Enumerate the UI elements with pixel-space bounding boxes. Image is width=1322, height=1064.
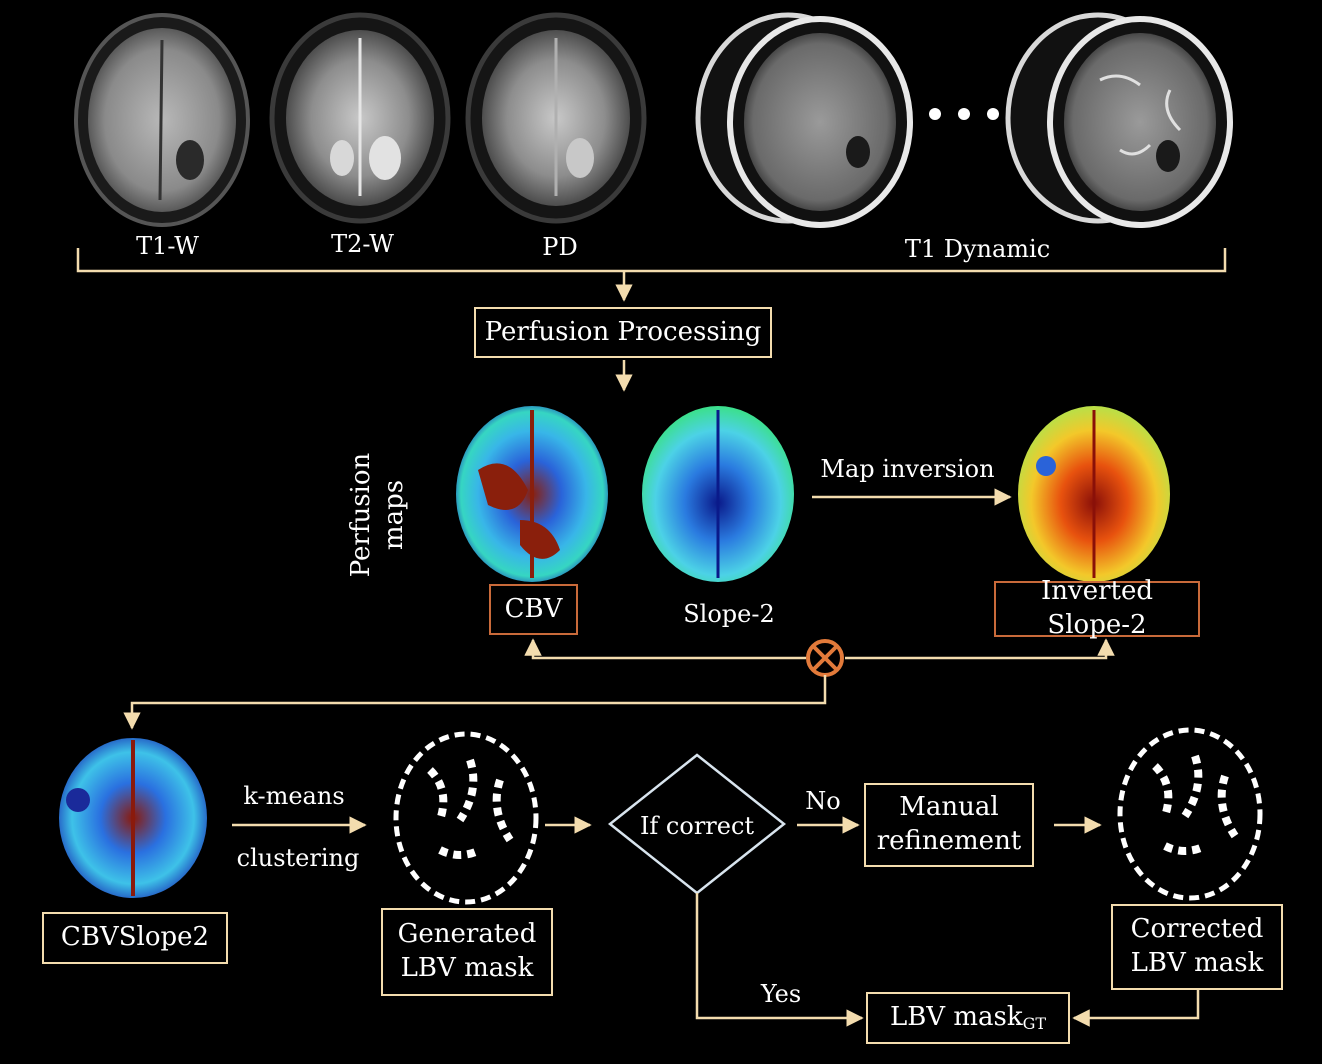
inverted-slope2-box: Inverted Slope-2 (994, 576, 1200, 640)
map-inversion-label: Map inversion (820, 455, 995, 483)
t1w-label: T1-W (136, 232, 199, 260)
generated-mask-box: Generated LBV mask (381, 908, 553, 996)
corrected-line2: LBV mask (1130, 948, 1264, 978)
no-label: No (805, 787, 841, 815)
kmeans-label: k-means (243, 782, 345, 810)
corrected-mask-image (1117, 727, 1263, 901)
generated-line1: Generated (397, 919, 537, 950)
yes-label: Yes (760, 980, 802, 1008)
corrected-line1: Corrected (1130, 914, 1264, 945)
perfusion-maps-line1: Perfusion (346, 452, 376, 578)
arrow-to-inverted (845, 638, 1115, 660)
yes-arrow (695, 893, 864, 1027)
t1-dynamic-stack-last (1005, 12, 1233, 228)
cbvslope2-box: CBVSlope2 (42, 912, 228, 964)
corrected-to-gt-arrow (1072, 990, 1200, 1027)
manual-line1: Manual (899, 792, 999, 823)
inverted-slope2-map (1018, 406, 1170, 582)
slope2-label: Slope-2 (683, 600, 775, 628)
perfusion-maps-label: Perfusion maps (345, 435, 415, 595)
perfusion-processing-box: Perfusion Processing (474, 307, 772, 358)
arrow-to-cbv (524, 638, 806, 660)
generated-line2: LBV mask (400, 953, 534, 983)
multiply-icon (806, 639, 844, 677)
t1w-image (74, 13, 250, 227)
cbv-box: CBV (489, 584, 578, 635)
t2w-label: T2-W (331, 230, 394, 258)
t1-dynamic-label: T1 Dynamic (904, 235, 1051, 263)
slope2-map (642, 406, 794, 582)
arrow-to-cbvslope2 (123, 675, 827, 730)
cbvslope2-map (59, 738, 207, 898)
clustering-label: clustering (236, 844, 360, 872)
lbv-mask-gt-subscript: GT (1022, 1013, 1047, 1033)
if-correct-label: If correct (639, 812, 755, 840)
cbv-map (456, 406, 608, 582)
generated-mask-image (393, 731, 539, 905)
dots-ellipsis (929, 108, 999, 120)
t2w-image (269, 12, 451, 224)
manual-line2: refinement (876, 826, 1022, 856)
manual-refinement-box: Manual refinement (864, 783, 1034, 867)
mri-bracket (76, 248, 1227, 273)
pd-label: PD (542, 233, 578, 261)
lbv-mask-gt-main: LBV mask (889, 1002, 1023, 1033)
pd-image (465, 12, 647, 224)
corrected-mask-box: Corrected LBV mask (1111, 904, 1283, 990)
t1-dynamic-stack-first (695, 12, 913, 228)
perfusion-maps-line2: maps (378, 479, 409, 551)
